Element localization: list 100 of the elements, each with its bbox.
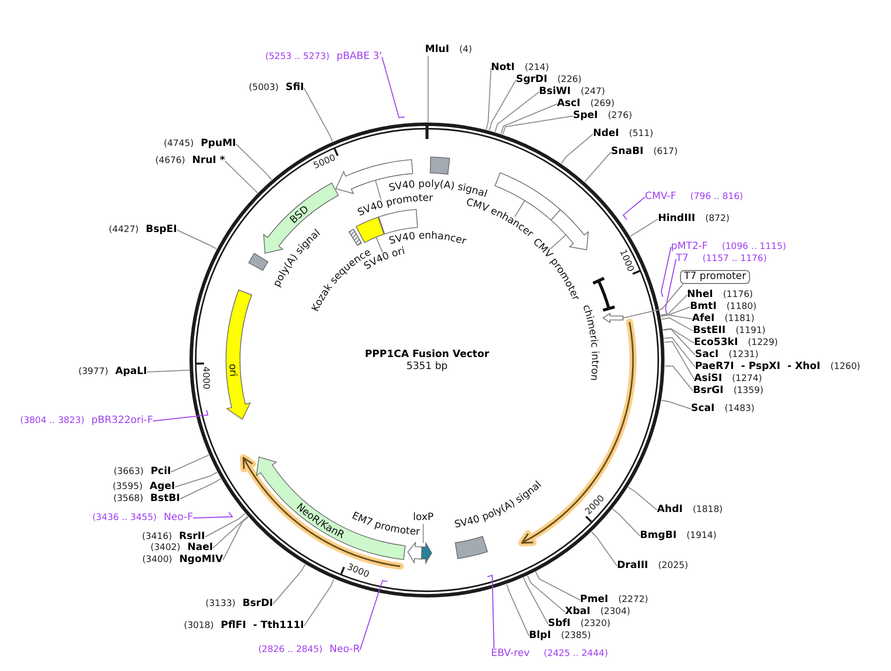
enzyme-name: NheI — [687, 289, 713, 301]
site-position: (1818) — [692, 504, 723, 516]
leader-line — [304, 578, 334, 626]
site-position: (872) — [705, 213, 730, 225]
enzyme-name: SbfI — [548, 618, 570, 630]
leader-line — [550, 234, 566, 250]
primer-name: pBABE 3' — [336, 51, 382, 63]
site-position: (2320) — [580, 618, 610, 630]
enzyme-name: BstEII — [693, 325, 726, 337]
feature-label: ori — [226, 364, 238, 378]
leader-line — [212, 516, 248, 548]
enzyme-name: XbaI — [565, 606, 590, 618]
leader-line — [486, 68, 492, 130]
primer-range: (1096 .. 1115) — [722, 241, 786, 253]
enzyme-name: SnaBI — [611, 146, 644, 158]
enzyme-name: NdeI — [593, 128, 620, 140]
site-position: (2272) — [618, 594, 648, 606]
leader-line — [506, 584, 530, 636]
leader-line — [662, 328, 696, 356]
enzyme-name: DraIII — [617, 560, 648, 572]
site-position: (3402) — [150, 542, 180, 554]
leader-line — [204, 513, 246, 538]
enzyme-name: AgeI — [150, 481, 175, 493]
leader-line — [560, 134, 594, 164]
leader-line — [304, 88, 333, 142]
site-position: (4745) — [164, 138, 194, 150]
site-position: (511) — [629, 128, 654, 140]
leader-line — [662, 328, 694, 344]
enzyme-name: MluI — [425, 44, 450, 56]
leader-line — [535, 571, 580, 600]
leader-line — [374, 180, 382, 200]
tick-label: 4000 — [200, 366, 210, 390]
primer-range: (5253 .. 5273) — [265, 51, 330, 63]
enzyme-name: PciI — [150, 466, 171, 478]
leader-line — [222, 516, 249, 560]
leader-line — [176, 230, 218, 250]
primer-name: Neo-R — [330, 644, 360, 656]
enzyme-name: SfiI — [286, 82, 304, 94]
enzyme-name: - PspXI — [740, 361, 780, 373]
primer-name: CMV-F — [645, 191, 676, 203]
enzyme-name: ScaI — [691, 403, 715, 415]
site-position: (247) — [580, 86, 605, 98]
leader-line — [224, 160, 258, 194]
feature-label: loxP — [413, 512, 434, 524]
enzyme-name: PmeI — [580, 594, 608, 606]
site-position: (1483) — [724, 403, 755, 415]
site-position: (5003) — [248, 82, 279, 94]
primer-range: (3436 .. 3455) — [92, 512, 157, 524]
enzyme-name: NruI * — [192, 155, 225, 167]
tick-label: 5000 — [312, 153, 338, 172]
leader-line — [488, 80, 516, 131]
leader-line — [486, 574, 494, 648]
enzyme-name: BstBI — [150, 493, 180, 505]
site-position: (214) — [524, 62, 549, 74]
enzyme-name: AfeI — [692, 313, 715, 325]
enzyme-name: NaeI — [187, 542, 213, 554]
site-position: (3416) — [142, 531, 172, 543]
leader-line — [664, 341, 694, 380]
leader-line — [591, 531, 618, 566]
leader-line — [500, 104, 558, 134]
leader-line — [494, 92, 540, 132]
site-position: (3400) — [142, 554, 172, 566]
enzyme-name: HindIII — [658, 213, 696, 225]
leader-line — [523, 577, 548, 624]
site-position: (3977) — [78, 366, 108, 378]
leader-line — [174, 472, 218, 488]
leader-line — [628, 486, 658, 510]
leader-line — [514, 200, 526, 218]
site-position: (617) — [653, 146, 678, 158]
enzyme-name: BmgBI — [640, 530, 677, 542]
leader-line — [660, 317, 694, 332]
enzyme-name: NotI — [491, 62, 515, 74]
site-position: (1231) — [728, 349, 759, 361]
site-position: (3133) — [206, 598, 236, 610]
site-position: (1181) — [724, 313, 755, 325]
enzyme-name: PpuMI — [200, 138, 236, 150]
site-position: (4676) — [155, 155, 186, 167]
enzyme-name: RsrII — [178, 531, 205, 542]
primer-range: (1157 .. 1176) — [702, 253, 767, 265]
enzyme-name: AscI — [557, 98, 580, 110]
enzyme-name: BsrGI — [693, 385, 724, 397]
enzyme-name: AsiSI — [694, 373, 722, 385]
enzyme-name: - XhoI — [787, 361, 820, 373]
site-position: (269) — [590, 98, 615, 110]
sequence-length: 5351 bp — [405, 361, 449, 373]
site-position: (1274) — [732, 373, 762, 385]
site-position: (1229) — [748, 337, 778, 349]
site-position: (3595) — [112, 481, 143, 493]
enzyme-name: PflFI — [220, 620, 246, 632]
site-position: (2385) — [560, 630, 591, 642]
enzyme-name: NgoMIV — [179, 554, 223, 566]
site-position: (1359) — [733, 385, 764, 397]
leader-line — [665, 258, 676, 314]
primer-name: pMT2-F — [671, 241, 708, 253]
site-position: (1180) — [726, 301, 756, 313]
leader-line — [152, 410, 208, 422]
site-position: (1260) — [830, 361, 860, 373]
leader-line — [527, 575, 566, 612]
map-title: PPP1CA Fusion Vector — [364, 349, 490, 361]
site-position: (3663) — [114, 466, 144, 478]
